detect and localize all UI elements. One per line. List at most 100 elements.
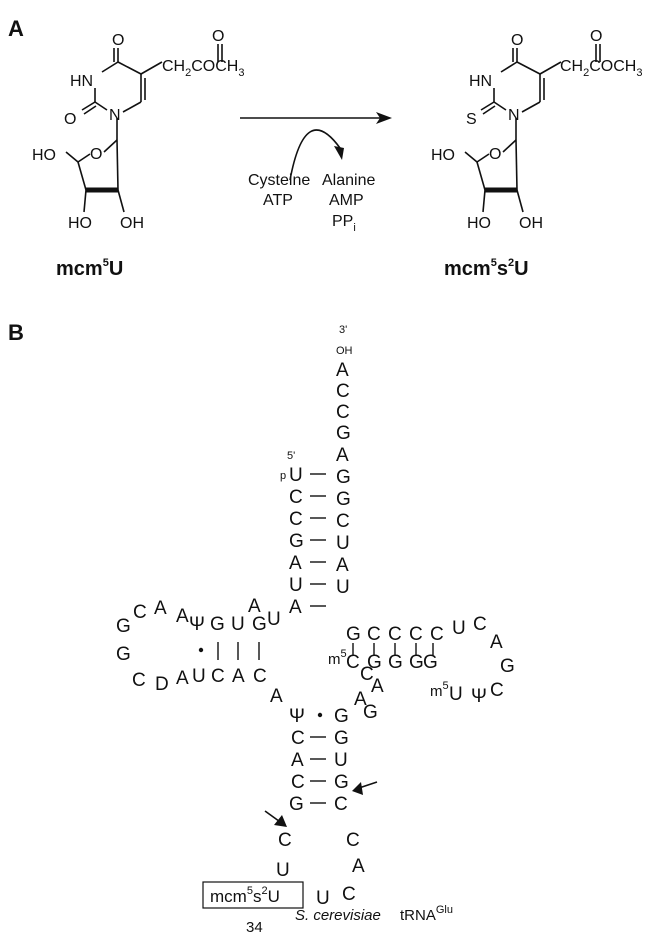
nucleotide: A (354, 689, 367, 710)
panel-label-b: B (8, 320, 24, 345)
right-n1-atom: N (508, 107, 520, 124)
right-hn-atom: HN (469, 73, 492, 90)
right-o4-atom: O (511, 32, 523, 49)
nucleotide: G (336, 489, 351, 510)
acceptor-stem: U C C G A U A A G G C U A U (289, 445, 351, 618)
nucleotide: A (490, 632, 503, 653)
right-s2-atom: S (466, 111, 477, 128)
nucleotide: G (336, 467, 351, 488)
nucleotide: G (334, 728, 349, 749)
position-label: 34 (246, 919, 263, 936)
d-loop: A A C G G C D A (116, 598, 189, 695)
left-sugar-bonds (65, 139, 125, 213)
left-sugar-o-atom: O (90, 146, 102, 163)
nucleotide: G (116, 616, 131, 637)
nucleotide: G (334, 706, 349, 727)
nucleotide: U (289, 465, 303, 486)
nucleotide: A (336, 555, 349, 576)
anticodon-loop: C U U C A C (276, 830, 365, 909)
connector-nucleotide: A (270, 686, 283, 707)
nucleotide: U (336, 533, 350, 554)
right-ho3-label: HO (467, 215, 491, 232)
nucleotide: C (409, 624, 423, 645)
nucleotide: G (252, 614, 267, 635)
right-compound-label: mcm5s2U (444, 257, 529, 280)
nucleotide: A (154, 598, 167, 619)
nucleotide: C (334, 794, 348, 815)
d-stem: Ψ G U G U C A C (189, 614, 267, 687)
reaction-arrow (240, 112, 392, 181)
nucleotide: G (210, 614, 225, 635)
nucleotide: G (367, 652, 382, 673)
trna-name-label: tRNAGlu (400, 904, 453, 924)
nucleotide: C (342, 884, 356, 905)
nucleotide: C (211, 666, 225, 687)
nucleotide: C (473, 614, 487, 635)
connector-nucleotide: A (248, 596, 261, 617)
nucleotide: U (449, 684, 463, 705)
nucleotide: C (346, 830, 360, 851)
nucleotide: G (289, 531, 304, 552)
nucleotide: G (289, 794, 304, 815)
nucleotide: C (430, 624, 444, 645)
modified-base-box (202, 881, 304, 909)
right-ho5-label: HO (431, 147, 455, 164)
nucleotide: U (336, 577, 350, 598)
nucleotide: A (232, 666, 245, 687)
product-ppi: PPi (332, 213, 356, 234)
left-n1-atom: N (109, 107, 121, 124)
nucleotide: D (155, 674, 169, 695)
nucleotide: G (409, 652, 424, 673)
nucleotide: A (176, 606, 189, 627)
connector-nucleotide: U (267, 609, 281, 630)
product-alanine: Alanine (322, 172, 375, 189)
left-o4-atom: O (112, 32, 124, 49)
three-prime-oh-label: OH (336, 345, 353, 357)
nucleotide: C (278, 830, 292, 851)
arrow-icon (264, 810, 287, 827)
nucleotide: C (336, 402, 350, 423)
nucleotide: A (371, 676, 384, 697)
nucleotide: C (367, 624, 381, 645)
m5c-label: m5 (328, 648, 347, 668)
m5u-label: m5 (430, 680, 449, 700)
nucleotide: U (452, 618, 466, 639)
nucleotide: C (291, 728, 305, 749)
product-amp: AMP (329, 192, 364, 209)
variable-loop: A A G C (354, 664, 384, 723)
nucleotide: C (346, 652, 360, 673)
nucleotide: U (289, 575, 303, 596)
acceptor-tail: A C C G (336, 360, 351, 444)
nucleotide: Ψ (289, 706, 305, 727)
nucleotide: C (253, 666, 267, 687)
left-o2-atom: O (64, 111, 76, 128)
right-molecule: O HN S N O HO HO OH O CH2COCH3 mcm5s2U (431, 28, 642, 280)
anticodon-stem: Ψ C A C G G G U G C (289, 706, 349, 815)
five-prime-label: 5' (287, 450, 295, 462)
right-sugar-bonds (464, 139, 524, 213)
right-oh2-label: OH (519, 215, 543, 232)
nucleotide: U (231, 614, 245, 635)
nucleotide: C (388, 624, 402, 645)
left-ho3-label: HO (68, 215, 92, 232)
t-stem: G C C C C m5 C G G G G (328, 624, 444, 673)
nucleotide: A (336, 445, 349, 466)
left-ho5-label: HO (32, 147, 56, 164)
nucleotide: A (336, 360, 349, 381)
nucleotide: G (346, 624, 361, 645)
nucleotide: C (490, 680, 504, 701)
left-oh2-label: OH (120, 215, 144, 232)
modified-base-label: mcm5s2U (210, 885, 280, 906)
right-ester-o-atom: O (590, 28, 602, 45)
organism-label: S. cerevisiae (295, 907, 381, 924)
right-base-ring-bonds (480, 48, 562, 140)
left-compound-label: mcm5U (56, 257, 123, 280)
nucleotide: A (289, 597, 302, 618)
nucleotide: U (316, 888, 330, 909)
nucleotide: U (276, 860, 290, 881)
nucleotide: Ψ (471, 686, 487, 707)
nucleotide: C (360, 664, 374, 685)
nucleotide: A (176, 668, 189, 689)
nucleotide: C (132, 670, 146, 691)
